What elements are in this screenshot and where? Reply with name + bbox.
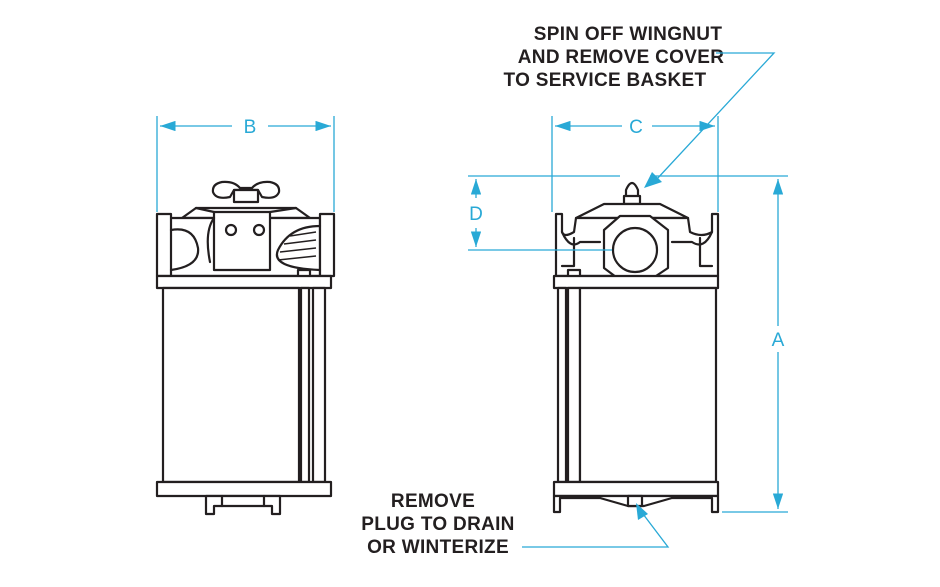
note-drain-line-2: PLUG TO DRAIN xyxy=(361,514,514,535)
dimension-c: C xyxy=(551,116,719,212)
dimension-b: B xyxy=(156,116,335,212)
drain-boss-side xyxy=(204,494,282,516)
flange-right-side xyxy=(318,212,336,278)
note-cover-line-1: SPIN OFF WINGNUT xyxy=(534,24,723,45)
top-ring-front xyxy=(552,274,720,290)
note-cover-line-2: AND REMOVE COVER xyxy=(518,47,724,68)
dimension-a: A xyxy=(650,175,788,513)
bottom-ring-side xyxy=(155,480,333,498)
note-drain-line-3: OR WINTERIZE xyxy=(367,537,509,558)
wingnut-front xyxy=(622,181,642,206)
top-ring-side xyxy=(155,274,333,290)
dimension-d: D xyxy=(468,175,620,251)
bottom-ring-front xyxy=(552,480,720,498)
note-cover: SPIN OFF WINGNUT AND REMOVE COVER TO SER… xyxy=(504,24,776,188)
flange-left-side xyxy=(155,212,173,278)
bowl-front xyxy=(578,286,718,484)
tie-rod-front xyxy=(556,286,568,484)
dimension-c-label: C xyxy=(629,117,643,138)
wingnut-side xyxy=(211,180,281,204)
dimension-a-label: A xyxy=(772,330,785,351)
dimension-b-label: B xyxy=(244,117,257,138)
outlet-port xyxy=(611,226,659,274)
note-cover-line-3: TO SERVICE BASKET xyxy=(504,70,707,91)
drain-plug xyxy=(626,494,644,508)
note-drain: REMOVE PLUG TO DRAIN OR WINTERIZE xyxy=(361,491,670,558)
dimension-d-label: D xyxy=(469,204,483,225)
side-view-strainer xyxy=(155,180,336,516)
tie-rod-side xyxy=(299,286,311,484)
bowl-side xyxy=(161,286,301,484)
note-drain-line-1: REMOVE xyxy=(391,491,475,512)
front-view-strainer xyxy=(552,181,720,514)
